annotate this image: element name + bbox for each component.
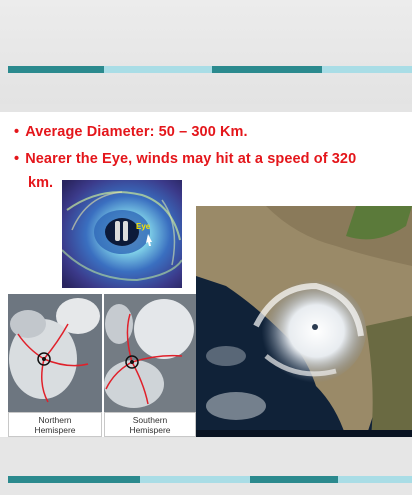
northern-hemisphere-image: [8, 294, 102, 412]
southern-hemisphere-caption: Southern Hemispere: [104, 412, 196, 437]
cyclone-eye-diagram: Eye: [62, 180, 182, 288]
bullet-wind-speed: •Nearer the Eye, winds may hit at a spee…: [14, 151, 357, 167]
slide-top-band: [0, 0, 412, 104]
eye-label: Eye: [136, 222, 151, 231]
top-accent-stripe: [8, 66, 412, 73]
bullet-average-diameter: •Average Diameter: 50 – 300 Km.: [14, 124, 248, 140]
bullet-text: Nearer the Eye, winds may hit at a speed…: [25, 151, 357, 167]
southern-hemisphere-image: [104, 294, 196, 412]
bullet-wind-speed-continuation: km.: [28, 175, 53, 191]
cyclone-satellite-image: [196, 206, 412, 437]
bullet-text: Average Diameter: 50 – 300 Km.: [25, 124, 248, 140]
slide-bottom-band: [0, 438, 412, 495]
bottom-accent-stripe: [8, 476, 412, 483]
northern-hemisphere-caption: Northern Hemispere: [8, 412, 102, 437]
slide-content: •Average Diameter: 50 – 300 Km. •Nearer …: [0, 112, 412, 437]
